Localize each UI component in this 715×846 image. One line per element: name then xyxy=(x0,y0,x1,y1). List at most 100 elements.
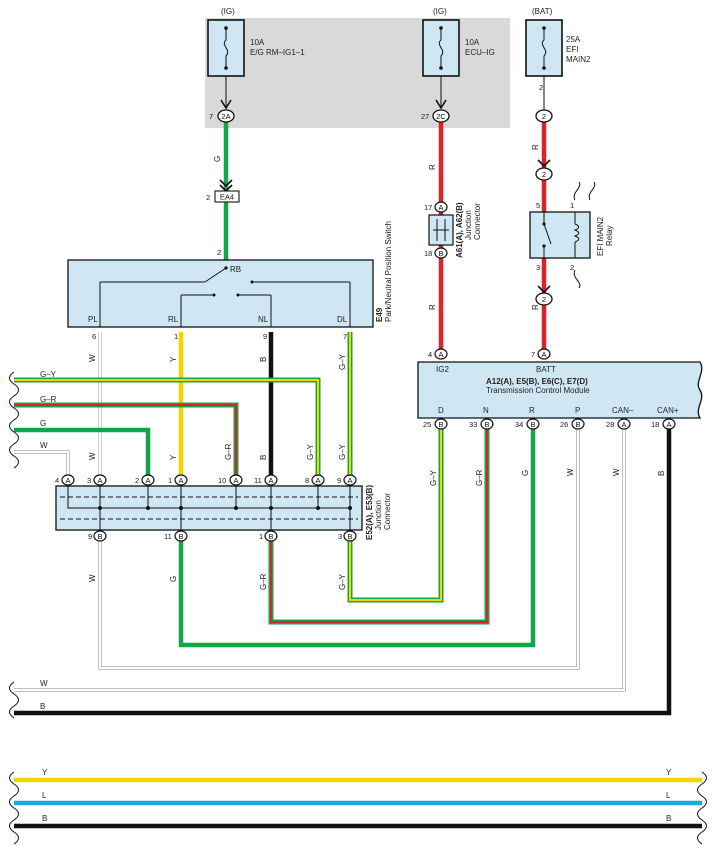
wire-label-gr-tcm: G–R xyxy=(475,469,484,486)
svg-text:18: 18 xyxy=(651,420,659,429)
svg-text:3: 3 xyxy=(536,263,540,272)
switch-pin-nl: 9 xyxy=(263,332,267,341)
park-neutral-position-switch: RB PL RL NL DL xyxy=(67,259,374,328)
tcm-term-can-minus: CAN– xyxy=(612,406,634,415)
wire-label-w-left: W xyxy=(40,441,48,450)
wire-label-gy-tcm: G–Y xyxy=(429,469,438,486)
svg-text:B: B xyxy=(347,532,352,541)
bus-label-l-left: L xyxy=(42,791,47,800)
junction-e52-line2: Junction xyxy=(374,500,383,530)
fuse-3-line3: MAIN2 xyxy=(566,55,591,64)
svg-text:2: 2 xyxy=(542,112,546,121)
svg-text:B: B xyxy=(178,532,183,541)
switch-input-pin: 2 xyxy=(217,248,221,257)
svg-text:17: 17 xyxy=(424,203,432,212)
switch-name: Park/Neutral Position Switch xyxy=(384,221,393,322)
wire-label-b-can: B xyxy=(40,702,45,711)
junction-e52-line3: Connector xyxy=(383,493,392,530)
wire-label-gr-3: G–R xyxy=(259,573,268,590)
bus-label-y-right: Y xyxy=(666,768,672,777)
junction-a61-line2: Junction xyxy=(464,210,473,240)
switch-term-nl: NL xyxy=(258,315,269,324)
svg-text:7: 7 xyxy=(209,112,213,121)
connector-bat-2: 2 xyxy=(535,109,553,123)
svg-text:A: A xyxy=(268,476,273,485)
wire-label-w-2: W xyxy=(88,452,97,460)
svg-text:27: 27 xyxy=(421,112,429,121)
connector-2c: 2C 27 xyxy=(421,109,450,123)
tcm-ig2-pin: 4 xyxy=(428,350,432,359)
wire-label-g-tcm: G xyxy=(521,470,530,476)
tcm-batt-conn: A xyxy=(541,350,546,359)
wire-label-b-2: B xyxy=(259,455,268,460)
svg-text:A: A xyxy=(233,476,238,485)
svg-text:B: B xyxy=(438,420,443,429)
svg-text:2: 2 xyxy=(542,295,546,304)
fuse-2-name: ECU–IG xyxy=(465,48,495,57)
fuse-3-line2: EFI xyxy=(566,45,578,54)
svg-text:2A: 2A xyxy=(221,112,230,121)
svg-text:5: 5 xyxy=(536,201,540,210)
switch-pin-pl: 6 xyxy=(92,332,96,341)
svg-text:33: 33 xyxy=(469,420,477,429)
svg-text:2: 2 xyxy=(570,263,574,272)
connector-ea4-pin: 2 xyxy=(206,193,210,202)
fuse-3-symbol-icon xyxy=(541,28,547,68)
wire-label-w-tcm: W xyxy=(566,468,575,476)
bus-label-b-left: B xyxy=(42,814,47,823)
tcm-ig2-label: IG2 xyxy=(436,365,449,374)
fuse-2-rating: 10A xyxy=(465,38,480,47)
svg-text:A: A xyxy=(666,420,671,429)
bus-label-y-left: Y xyxy=(42,768,48,777)
svg-text:9: 9 xyxy=(88,532,92,541)
svg-text:11: 11 xyxy=(164,532,172,541)
tcm-bottom-connectors: B B B B A A 25 33 34 26 28 18 xyxy=(423,418,676,430)
switch-term-dl: DL xyxy=(337,315,348,324)
svg-text:A: A xyxy=(315,476,320,485)
junction-a61-line3: Connector xyxy=(473,203,482,240)
tcm-batt-label: BATT xyxy=(536,365,556,374)
svg-text:11: 11 xyxy=(254,476,262,485)
switch-term-rl: RL xyxy=(168,315,179,324)
wire-label-b-tcm: B xyxy=(657,471,666,476)
svg-text:A: A xyxy=(621,420,626,429)
junction-top-pins: A A A A A A A A 4 3 2 1 10 11 8 9 xyxy=(55,474,357,486)
bus-label-b-right: B xyxy=(666,814,671,823)
junction-a61-code: A61(A), A62(B) xyxy=(455,202,464,258)
fuse-2-symbol-icon xyxy=(438,28,444,68)
svg-text:10: 10 xyxy=(218,476,226,485)
svg-text:2: 2 xyxy=(135,476,139,485)
power-source-ig-2: (IG) xyxy=(433,7,447,16)
connector-ea4-label: EA4 xyxy=(220,193,234,202)
transmission-control-module: IG2 BATT A12(A), E5(B), E6(C), E7(D) Tra… xyxy=(417,361,703,419)
svg-text:B: B xyxy=(530,420,535,429)
tcm-name: Transmission Control Module xyxy=(486,386,590,395)
fuse-3-rating: 25A xyxy=(566,35,581,44)
svg-text:B: B xyxy=(268,532,273,541)
wire-label-gy-left: G–Y xyxy=(40,370,57,379)
fuse-1-symbol-icon xyxy=(223,28,229,68)
svg-text:25: 25 xyxy=(423,420,431,429)
tcm-term-d: D xyxy=(438,406,444,415)
tcm-term-n: N xyxy=(483,406,489,415)
wire-label-g-3: G xyxy=(169,576,178,582)
wire-label-y-rl: Y xyxy=(169,356,178,362)
wire-label-g-1: G xyxy=(213,156,222,162)
connector-relay-in: 2 xyxy=(535,159,553,181)
tcm-term-p: P xyxy=(575,406,580,415)
wire-label-w-3: W xyxy=(88,574,97,582)
wire-label-w-tcm2: W xyxy=(612,468,621,476)
switch-code: E49 xyxy=(375,307,384,322)
tcm-batt-pin: 7 xyxy=(531,350,535,359)
wire-label-gr-left: G–R xyxy=(40,395,57,404)
svg-text:B: B xyxy=(484,420,489,429)
ig-power-panel xyxy=(205,18,510,128)
tcm-code: A12(A), E5(B), E6(C), E7(D) xyxy=(486,377,588,386)
fuse-1-rating: 10A xyxy=(250,38,265,47)
wire-label-gy-dl: G–Y xyxy=(338,353,347,370)
svg-text:A: A xyxy=(145,476,150,485)
connector-ea4 xyxy=(214,190,240,203)
wire-label-w-pl: W xyxy=(88,354,97,362)
svg-text:1: 1 xyxy=(168,476,172,485)
